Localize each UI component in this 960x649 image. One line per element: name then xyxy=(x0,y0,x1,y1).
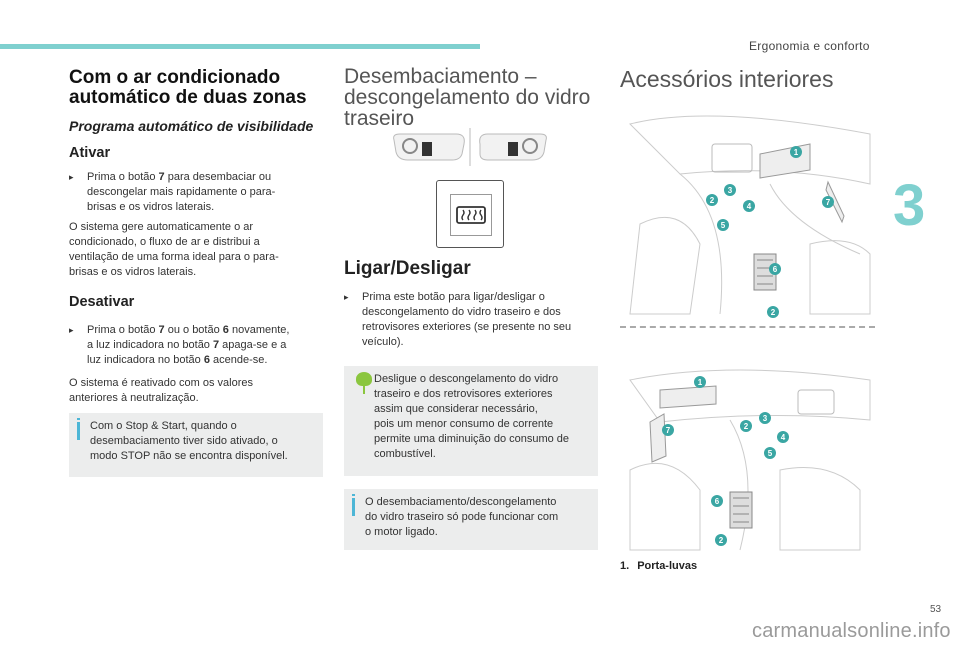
svg-text:2: 2 xyxy=(744,422,749,431)
rear-window-defrost-icon xyxy=(456,206,486,224)
svg-text:4: 4 xyxy=(781,433,786,442)
onoff-heading: Ligar/Desligar xyxy=(344,258,471,279)
svg-text:7: 7 xyxy=(826,198,831,207)
divider-dashed xyxy=(620,326,875,328)
interior-illustration-top: 1 3 2 4 7 5 6 2 xyxy=(629,115,871,318)
caption-number: 1. xyxy=(620,560,630,572)
deactivate-paragraph: O sistema é reativado com os valores ant… xyxy=(69,377,254,404)
defrost-title: Desembaciamento – descongelamento do vid… xyxy=(344,65,591,130)
svg-text:1: 1 xyxy=(794,148,799,157)
onoff-bullet: ▸ Prima este botão para ligar/desligar o… xyxy=(344,291,572,348)
info-icon xyxy=(77,418,80,420)
info-icon xyxy=(352,494,355,496)
section-label: Ergonomia e conforto xyxy=(749,39,870,53)
svg-text:3: 3 xyxy=(763,414,768,423)
svg-text:6: 6 xyxy=(715,497,720,506)
bullet-marker-icon: ▸ xyxy=(69,325,74,335)
svg-text:2: 2 xyxy=(710,196,715,205)
mirror-heating-illustration xyxy=(393,128,547,166)
svg-text:7: 7 xyxy=(666,426,671,435)
activate-heading: Ativar xyxy=(69,145,111,161)
activate-paragraph: O sistema gere automaticamente o ar cond… xyxy=(69,221,279,278)
info-note-engine: O desembaciamento/descongelamento do vid… xyxy=(344,489,598,550)
caption-text: Porta-luvas xyxy=(637,560,698,572)
page-number: 53 xyxy=(930,604,942,615)
svg-text:3: 3 xyxy=(728,186,733,195)
eco-leaf-icon xyxy=(355,372,373,396)
top-accent-bar xyxy=(0,44,480,49)
activate-bullet: ▸ Prima o botão 7 para desembaciar ou de… xyxy=(69,171,276,213)
chapter-number: 3 xyxy=(893,173,926,238)
bullet-marker-icon: ▸ xyxy=(344,292,349,302)
eco-note: Desligue o descongelamento do vidro tras… xyxy=(344,366,598,476)
figure-caption: 1. Porta-luvas xyxy=(620,560,697,572)
svg-text:2: 2 xyxy=(719,536,724,545)
interior-illustration-bottom: 1 3 7 2 4 5 6 2 xyxy=(629,369,871,551)
info-note-stop-start: Com o Stop & Start, quando o desembaciam… xyxy=(69,413,323,477)
svg-text:6: 6 xyxy=(773,265,778,274)
svg-text:4: 4 xyxy=(747,202,752,211)
main-title: Com o ar condicionado automático de duas… xyxy=(69,68,329,108)
main-title-line1: Com o ar condicionado xyxy=(69,67,281,88)
rear-defrost-button[interactable] xyxy=(436,180,504,248)
svg-text:1: 1 xyxy=(698,378,703,387)
main-title-line2: automático de duas zonas xyxy=(69,87,307,108)
watermark: carmanualsonline.info xyxy=(752,620,951,642)
accessories-title: Acessórios interiores xyxy=(620,66,834,92)
bullet-marker-icon: ▸ xyxy=(69,172,74,182)
deactivate-bullet: ▸ Prima o botão 7 ou o botão 6 novamente… xyxy=(69,324,290,366)
svg-text:2: 2 xyxy=(771,308,776,317)
subtitle: Programa automático de visibilidade xyxy=(69,118,314,134)
deactivate-heading: Desativar xyxy=(69,294,135,310)
svg-text:5: 5 xyxy=(721,221,726,230)
svg-text:5: 5 xyxy=(768,449,773,458)
